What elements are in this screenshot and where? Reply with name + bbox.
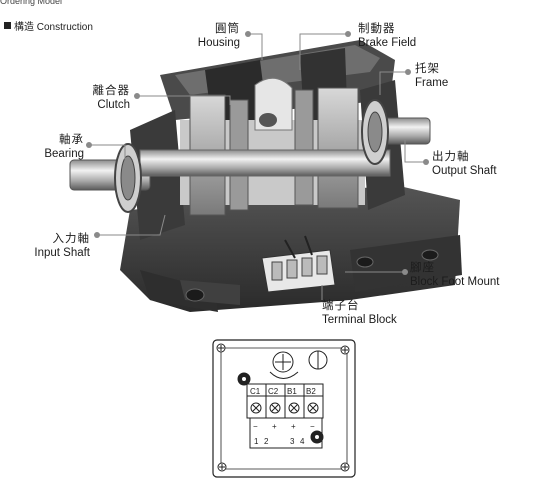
frame-leader-dot: [405, 69, 411, 75]
label-frame: 托架 Frame: [415, 62, 475, 90]
label-bearing-cn: 軸承: [59, 134, 84, 146]
clutch-leader-dot: [134, 93, 140, 99]
sign-2: +: [272, 422, 277, 431]
block-foot-leader-dot: [402, 269, 408, 275]
num-2: 2: [264, 437, 269, 446]
cropped-heading: Ordering Model: [0, 0, 63, 6]
label-input-shaft: 入力軸 Input Shaft: [18, 232, 90, 260]
pin-label-b2: B2: [306, 387, 316, 396]
brake-field-leader-dot: [345, 31, 351, 37]
sign-4: −: [310, 422, 315, 431]
output-shaft-leader-dot: [423, 159, 429, 165]
leader-lines: [89, 33, 426, 300]
label-frame-cn: 托架: [415, 63, 440, 75]
input-shaft-leader-dot: [94, 232, 100, 238]
terminal-block-3d: [261, 235, 336, 293]
mounting-holes: [237, 350, 328, 444]
section-title: 構造 Construction: [14, 22, 93, 33]
label-output-shaft-cn: 出力軸: [432, 151, 470, 163]
square-bullet-icon: [4, 22, 11, 29]
label-output-shaft-en: Output Shaft: [432, 165, 497, 177]
label-block-foot-en: Block Foot Mount: [410, 276, 500, 288]
sign-1: −: [253, 422, 258, 431]
label-input-shaft-cn: 入力軸: [52, 233, 90, 245]
label-block-foot-cn: 腳座: [410, 262, 435, 274]
pin-label-c2: C2: [268, 387, 279, 396]
pin-label-b1: B1: [287, 387, 297, 396]
num-1: 1: [254, 437, 259, 446]
label-housing: 圓筒 Housing: [185, 22, 240, 50]
label-brake-field-en: Brake Field: [358, 37, 417, 49]
label-terminal-block-cn: 端子台: [322, 300, 360, 312]
bearing-leader-dot: [86, 142, 92, 148]
num-3: 3: [290, 437, 295, 446]
pin-label-c1: C1: [250, 387, 261, 396]
label-bearing: 軸承 Bearing: [30, 133, 84, 161]
num-4: 4: [300, 437, 305, 446]
label-brake-field: 制動器 Brake Field: [358, 22, 458, 50]
label-clutch-en: Clutch: [97, 99, 130, 111]
label-housing-cn: 圓筒: [215, 23, 240, 35]
section-heading: 構造 Construction: [4, 18, 93, 33]
label-input-shaft-en: Input Shaft: [34, 247, 90, 259]
bearings: [114, 99, 389, 213]
label-frame-en: Frame: [415, 77, 449, 89]
label-terminal-block: 端子台 Terminal Block: [322, 299, 422, 327]
housing-leader-dot: [245, 31, 251, 37]
label-housing-en: Housing: [197, 37, 240, 49]
corner-screws: [216, 343, 350, 472]
label-clutch: 離合器 Clutch: [78, 84, 131, 112]
label-terminal-block-en: Terminal Block: [322, 314, 397, 326]
label-brake-field-cn: 制動器: [358, 23, 396, 35]
sign-3: +: [291, 422, 296, 431]
terminal-strip: [246, 371, 324, 449]
label-clutch-cn: 離合器: [92, 85, 130, 97]
label-bearing-en: Bearing: [44, 148, 84, 160]
label-output-shaft: 出力軸 Output Shaft: [432, 150, 532, 178]
label-block-foot: 腳座 Block Foot Mount: [410, 261, 530, 289]
